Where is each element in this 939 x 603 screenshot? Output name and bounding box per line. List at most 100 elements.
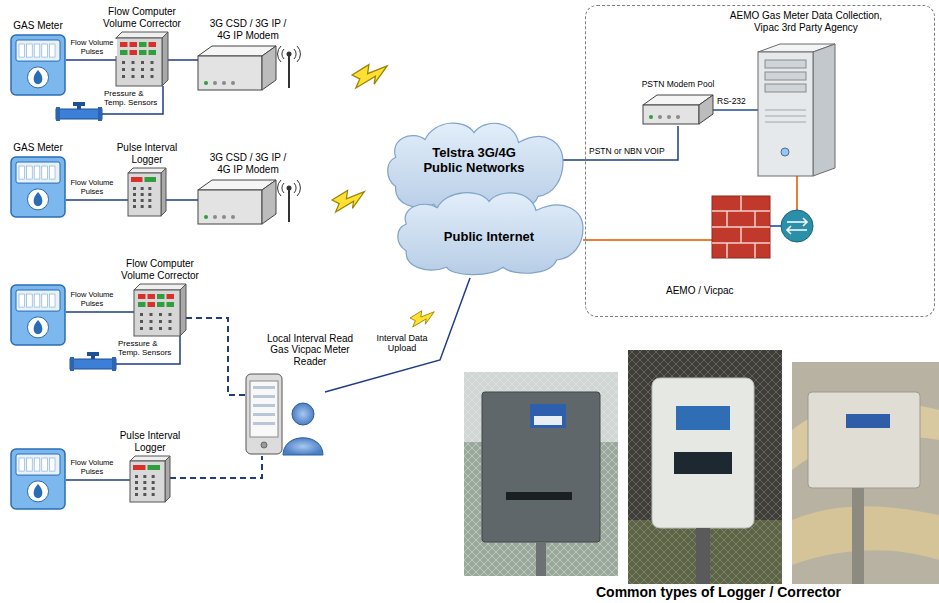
flow-computer-shape <box>139 42 147 47</box>
firewall-symbol <box>712 196 770 258</box>
flow-computer-shape <box>130 50 138 55</box>
flow-computer-shape <box>116 38 162 86</box>
flow-computer-shape <box>149 42 157 47</box>
pulse-logger-shape <box>135 487 138 490</box>
gas-meter-icon <box>11 449 65 509</box>
pulse-logger-shape <box>143 475 146 478</box>
pulse-logger-shape <box>133 187 136 190</box>
flow-computer-shape <box>180 284 186 336</box>
flow-computer-shape <box>132 61 135 64</box>
flow-computer-shape <box>132 68 135 71</box>
annotation-label: Flow Volume Pulses <box>67 291 117 308</box>
gas-meter: GAS Meter <box>10 34 66 96</box>
pulse-logger-shape <box>133 193 136 196</box>
flow-computer-shape <box>134 284 186 336</box>
gas-meter-shape <box>16 40 60 61</box>
node-label: AEMO / Vicpac <box>666 285 766 297</box>
node-label: Pulse Interval Logger <box>107 142 187 165</box>
pulse-logger-shape <box>141 205 144 208</box>
gas-meter-icon <box>27 458 33 471</box>
meter-reader-shape <box>261 442 267 448</box>
pulse-logger-shape <box>145 177 157 182</box>
pulse-logger-shape <box>128 173 161 216</box>
router-symbol <box>781 210 813 242</box>
flow-computer-shape <box>141 61 144 64</box>
flow-computer-shape <box>122 68 125 71</box>
pressure-temp-sensor-shape <box>70 359 116 369</box>
server-tower <box>758 52 813 176</box>
node-label: GAS Meter <box>3 20 73 32</box>
wireless-bolt <box>332 190 364 212</box>
pulse-logger: Pulse Interval Logger <box>130 456 170 502</box>
cellular-modem-shape <box>287 186 292 191</box>
flow-computer-shape <box>138 294 146 299</box>
pulse-logger-shape <box>133 205 136 208</box>
server-tower <box>765 72 806 80</box>
firewall-symbol <box>712 196 770 258</box>
data-collection-region: AEMO Gas Meter Data Collection, Vipac 3r… <box>585 5 935 317</box>
pressure-temp-sensor-shape <box>98 107 102 121</box>
pulse-logger-shape <box>148 199 151 202</box>
edge-label: PSTN or NBN VOIP <box>588 147 666 157</box>
flow-computer-shape <box>159 313 162 316</box>
pulse-logger-shape <box>141 199 144 202</box>
flow-computer-shape <box>139 50 147 55</box>
meter-reader-shape <box>253 413 275 416</box>
cellular-modem: 3G CSD / 3G IP / 4G IP Modem <box>198 178 298 226</box>
server-tower <box>765 116 806 117</box>
flow-computer-shape <box>151 61 154 64</box>
connector-line <box>170 456 262 478</box>
gas-meter-icon <box>49 294 55 307</box>
corrector-photo <box>652 378 754 528</box>
logger-photo <box>464 372 618 576</box>
firewall-symbol <box>740 227 742 243</box>
flow-computer-shape <box>148 294 156 299</box>
meter-reader-shape <box>292 403 314 425</box>
flow-computer-shape <box>140 313 143 316</box>
logger-photo <box>482 392 600 542</box>
connector-line <box>66 199 128 201</box>
gas-meter-shape <box>27 67 48 88</box>
cellular-modem-shape <box>262 46 276 90</box>
gas-meter-shape <box>34 44 40 57</box>
connector-line <box>168 59 198 61</box>
pulse-logger-shape <box>152 493 155 496</box>
logger-photo <box>506 492 572 500</box>
gas-meter-icon <box>34 294 40 307</box>
gas-meter-shape <box>42 166 48 179</box>
pressure-temp-sensor-shape <box>73 102 85 106</box>
gas-meter-shape <box>19 166 25 179</box>
pressure-temp-sensor-shape <box>56 107 60 121</box>
node-label: PSTN Modem Pool <box>635 80 721 90</box>
firewall-symbol <box>754 243 756 258</box>
flow-computer-shape <box>122 75 125 78</box>
logger-photo <box>792 362 939 584</box>
gas-meter-shape <box>27 44 33 57</box>
cellular-modem-shape <box>198 44 298 92</box>
pulse-logger-shape <box>152 487 155 490</box>
flow-computer-shape <box>150 320 153 323</box>
meter-reader-shape <box>253 395 275 398</box>
flow-computer-shape <box>151 75 154 78</box>
gas-meter-icon <box>19 458 25 471</box>
gas-meter-icon <box>27 294 33 307</box>
flow-computer: Flow Computer Volume Corrector <box>134 284 186 336</box>
meter-reader: Local Interval Read Gas Vicpac Meter Rea… <box>245 370 325 456</box>
logger-photo <box>792 506 939 565</box>
pulse-logger-shape <box>161 168 166 216</box>
signal-wire <box>712 109 758 111</box>
cellular-modem-shape <box>231 81 235 85</box>
pulse-logger-shape <box>141 193 144 196</box>
modem-pool: PSTN Modem Pool <box>643 93 713 126</box>
node-label: Flow Computer Volume Corrector <box>96 6 188 29</box>
cellular-modem-shape <box>198 190 262 224</box>
router-symbol <box>781 210 813 242</box>
gas-meter-icon <box>42 458 48 471</box>
gas-meter-icon <box>34 484 43 498</box>
gas-meter-shape <box>11 35 65 95</box>
flow-computer-shape <box>162 32 168 86</box>
connector-line <box>563 126 678 160</box>
cellular-modem-shape <box>278 46 301 62</box>
meter-reader-shape <box>253 404 275 407</box>
signal-wire <box>66 479 130 481</box>
